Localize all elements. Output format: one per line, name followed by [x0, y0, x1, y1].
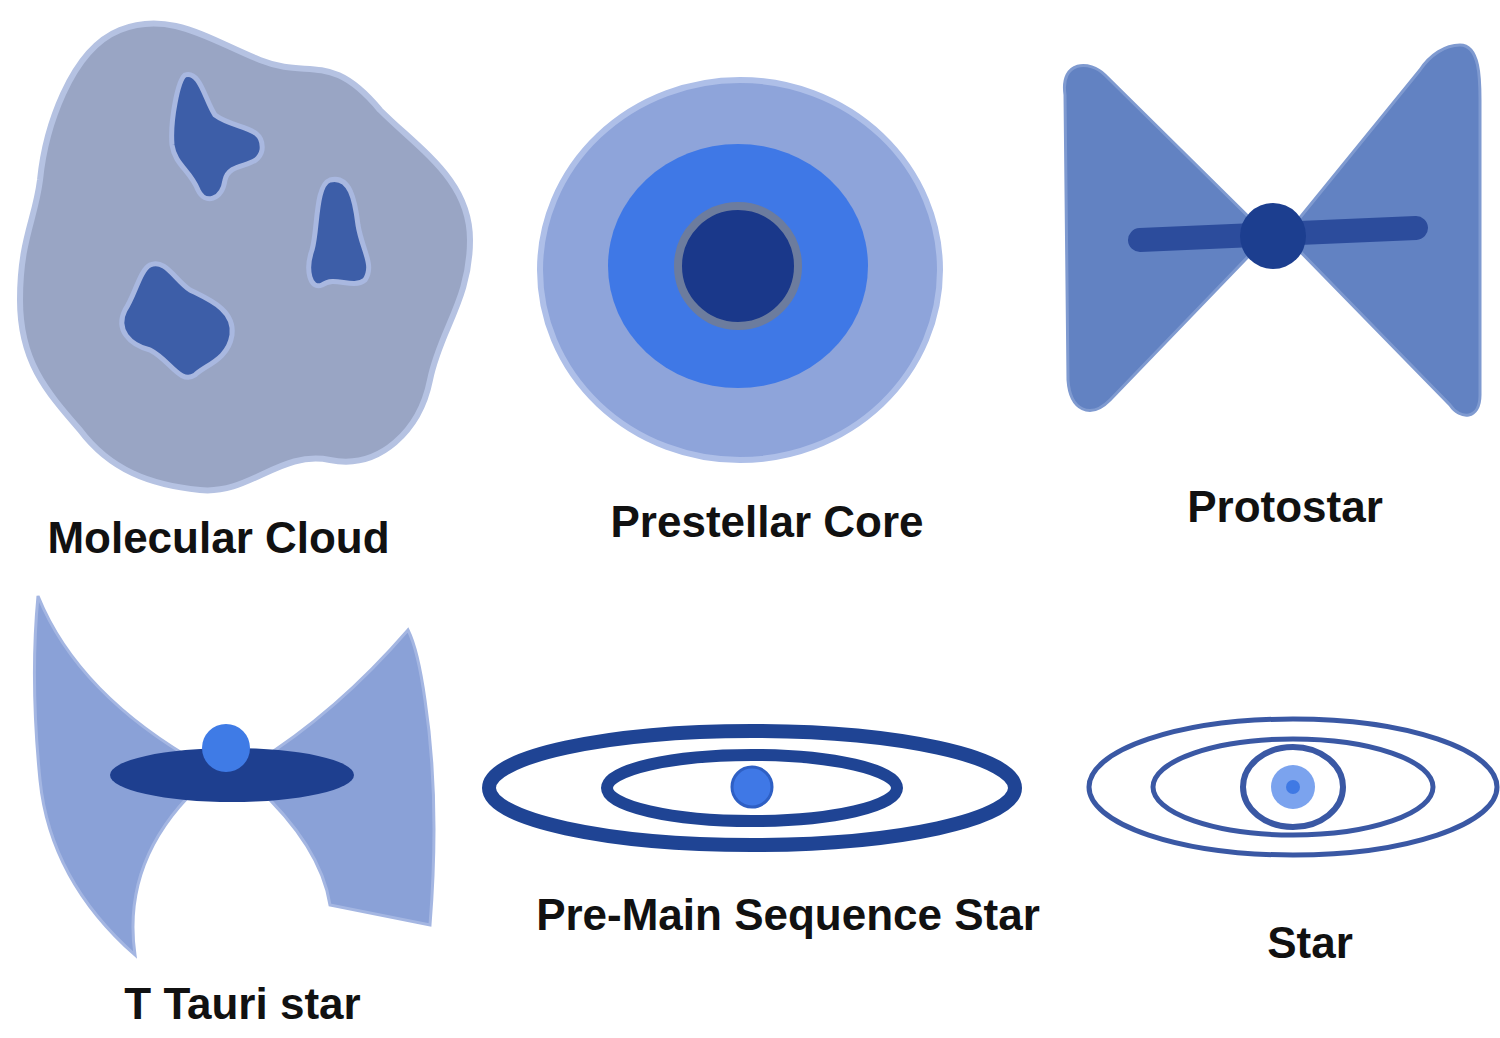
stage-label: Molecular Cloud: [47, 514, 390, 562]
stage-node: Prestellar Core: [604, 496, 930, 548]
stage-node: T Tauri star: [118, 978, 367, 1030]
stage-node: Pre-Main Sequence Star: [530, 889, 1046, 941]
stage-label: Pre-Main Sequence Star: [536, 891, 1040, 939]
pre-main-sequence-illustration: [489, 731, 1015, 845]
prestellar-core-illustration: [540, 80, 940, 460]
stage-label: T Tauri star: [124, 980, 361, 1028]
molecular-cloud-illustration: [20, 23, 470, 490]
protostar-illustration: [1064, 45, 1480, 415]
stage-label: Prestellar Core: [610, 498, 924, 546]
stage-label: Star: [1267, 919, 1353, 967]
star-illustration: [1089, 719, 1497, 855]
stage-node: Protostar: [1181, 481, 1389, 533]
stage-node: Molecular Cloud: [41, 512, 396, 564]
stage-node: Star: [1261, 917, 1359, 969]
stage-label: Protostar: [1187, 483, 1383, 531]
t-tauri-illustration: [34, 596, 434, 955]
